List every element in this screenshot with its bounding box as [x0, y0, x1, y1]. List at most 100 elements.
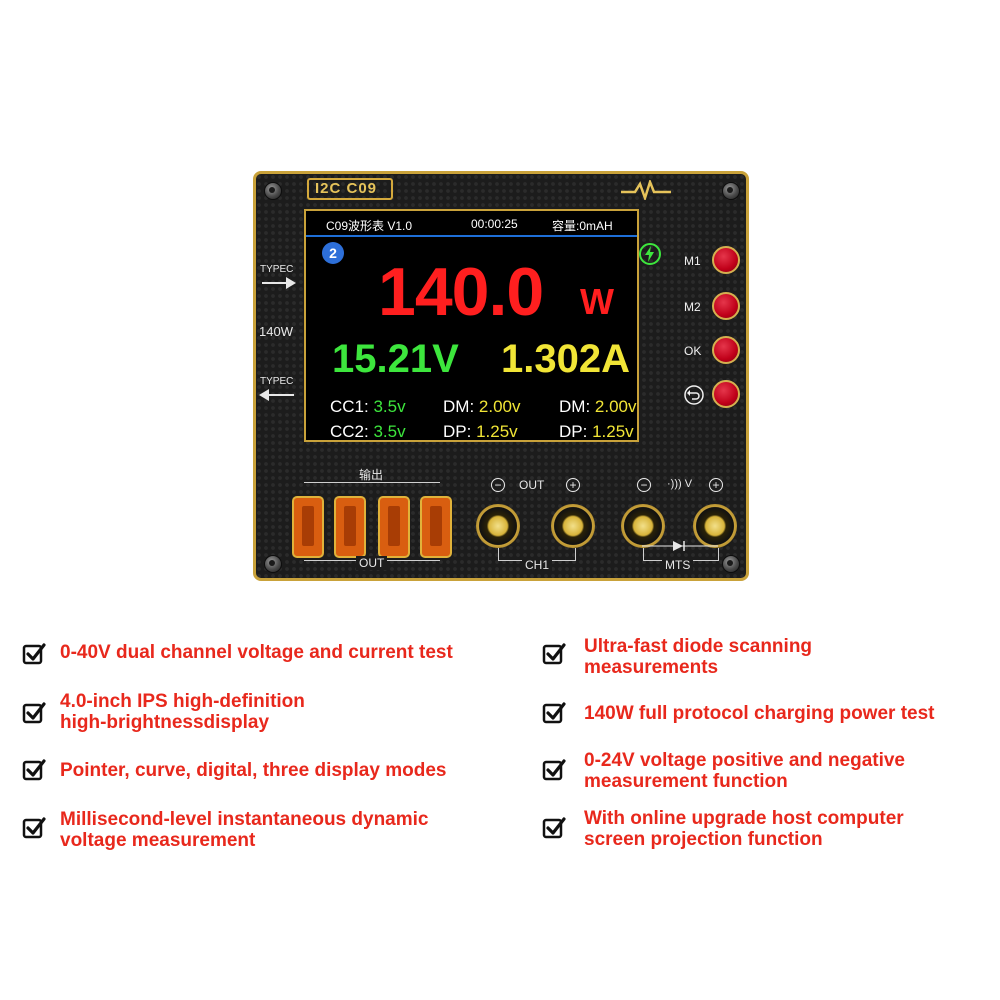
- checkbox-checked-icon: [542, 817, 566, 839]
- minus-icon: −: [491, 478, 505, 492]
- usb-port[interactable]: [334, 496, 366, 558]
- checkbox-checked-icon: [22, 817, 46, 839]
- diode-icon: [642, 541, 718, 551]
- typec-output-label: TYPEC: [260, 376, 294, 387]
- feature-line: screen projection function: [584, 829, 823, 850]
- voltage-value: 15.21V: [332, 337, 459, 381]
- ok-button[interactable]: [712, 336, 740, 364]
- usb-port[interactable]: [292, 496, 324, 558]
- charging-bolt-icon: [639, 243, 661, 265]
- mts-positive-jack[interactable]: [693, 504, 737, 548]
- reading-label: DM:: [443, 397, 475, 416]
- arrow-right-head-icon: [286, 277, 296, 289]
- feature-line: measurements: [584, 657, 719, 678]
- mts-label: MTS: [662, 558, 694, 572]
- feature-line: With online upgrade host computer: [584, 808, 904, 829]
- plus-icon: +: [566, 478, 580, 492]
- brand-logo: I2C C09: [307, 178, 393, 200]
- feature-line: measurement function: [584, 771, 788, 792]
- reading-value: 1.25v: [592, 422, 634, 441]
- checkbox-checked-icon: [22, 759, 46, 781]
- ok-label: OK: [684, 344, 702, 358]
- checkbox-checked-icon: [542, 702, 566, 724]
- m2-button[interactable]: [712, 292, 740, 320]
- reading-value: 2.00v: [594, 397, 637, 416]
- screw-icon: [722, 182, 740, 200]
- arrow-left-icon: [264, 394, 294, 396]
- m1-label: M1: [684, 254, 701, 268]
- m2-label: M2: [684, 300, 701, 314]
- typec-input-label: TYPEC: [260, 264, 294, 275]
- capacity-readout: 容量:0mAH: [552, 219, 613, 233]
- mts-beep-volt-label: ·))) V: [667, 478, 693, 490]
- feature-line: voltage measurement: [60, 830, 256, 851]
- reading-value: 2.00v: [478, 397, 521, 416]
- checkbox-checked-icon: [542, 759, 566, 781]
- feature-line: high-brightnessdisplay: [60, 712, 270, 733]
- power-value: 140.0: [378, 254, 544, 330]
- reading-label: DP:: [443, 422, 472, 441]
- reading-value: 3.5v: [373, 397, 406, 416]
- screw-icon: [264, 182, 282, 200]
- back-icon: [684, 385, 704, 405]
- feature-item: 0-40V dual channel voltage and current t…: [60, 642, 453, 663]
- feature-item: Pointer, curve, digital, three display m…: [60, 760, 446, 781]
- ch1-label: CH1: [522, 558, 553, 572]
- screen-title: C09波形表 V1.0: [326, 219, 413, 233]
- channel-badge: 2: [322, 242, 344, 264]
- reading-label: DM:: [559, 397, 591, 416]
- reading-dm-2: DM: 2.00v: [559, 397, 637, 417]
- screen-status-bar: C09波形表 V1.0 00:00:25 容量:0mAH: [306, 211, 637, 237]
- ch1-out-label: OUT: [519, 478, 545, 492]
- m1-button[interactable]: [712, 246, 740, 274]
- usb-port[interactable]: [420, 496, 452, 558]
- lcd-screen: C09波形表 V1.0 00:00:25 容量:0mAH 2 140.0 W 1…: [304, 209, 661, 442]
- minus-icon: −: [637, 478, 651, 492]
- waveform-icon: [621, 180, 671, 200]
- usb-output-label: 输出: [359, 468, 384, 482]
- reading-dp-1: DP: 1.25v: [443, 422, 518, 442]
- reading-cc2: CC2: 3.5v: [330, 422, 406, 442]
- checkbox-checked-icon: [22, 702, 46, 724]
- feature-item: 140W full protocol charging power test: [584, 703, 934, 724]
- reading-cc1: CC1: 3.5v: [330, 397, 406, 417]
- plus-icon: +: [709, 478, 723, 492]
- reading-value: 1.25v: [476, 422, 518, 441]
- feature-line: 0-40V dual channel voltage and current t…: [60, 642, 453, 663]
- reading-label: DP:: [559, 422, 588, 441]
- arrow-right-icon: [262, 282, 292, 284]
- reading-dp-2: DP: 1.25v: [559, 422, 634, 442]
- feature-line: 0-24V voltage positive and negative: [584, 750, 905, 771]
- feature-line: 140W full protocol charging power test: [584, 703, 935, 724]
- reading-label: CC1:: [330, 397, 369, 416]
- power-unit: W: [580, 281, 614, 322]
- feature-line: 4.0-inch IPS high-definition: [60, 691, 305, 712]
- usb-bracket-top: [304, 482, 440, 483]
- ch1-negative-jack[interactable]: [476, 504, 520, 548]
- arrow-left-head-icon: [259, 389, 269, 401]
- reading-label: CC2:: [330, 422, 369, 441]
- back-button[interactable]: [712, 380, 740, 408]
- checkbox-checked-icon: [542, 643, 566, 665]
- checkbox-checked-icon: [22, 643, 46, 665]
- ch1-positive-jack[interactable]: [551, 504, 595, 548]
- elapsed-time: 00:00:25: [471, 217, 518, 231]
- screw-icon: [722, 555, 740, 573]
- reading-dm-1: DM: 2.00v: [443, 397, 521, 417]
- reading-value: 3.5v: [373, 422, 406, 441]
- power-rating-label: 140W: [259, 324, 293, 339]
- feature-line: Pointer, curve, digital, three display m…: [60, 760, 447, 781]
- current-value: 1.302A: [501, 337, 630, 381]
- device-panel: I2C C09 TYPEC 140W TYPEC C09波形表 V1.0 00:…: [253, 171, 749, 581]
- mts-negative-jack[interactable]: [621, 504, 665, 548]
- screw-icon: [264, 555, 282, 573]
- feature-line: Ultra-fast diode scanning: [584, 636, 813, 657]
- usb-out-label: OUT: [356, 556, 388, 570]
- usb-port[interactable]: [378, 496, 410, 558]
- feature-line: Millisecond-level instantaneous dynamic: [60, 809, 429, 830]
